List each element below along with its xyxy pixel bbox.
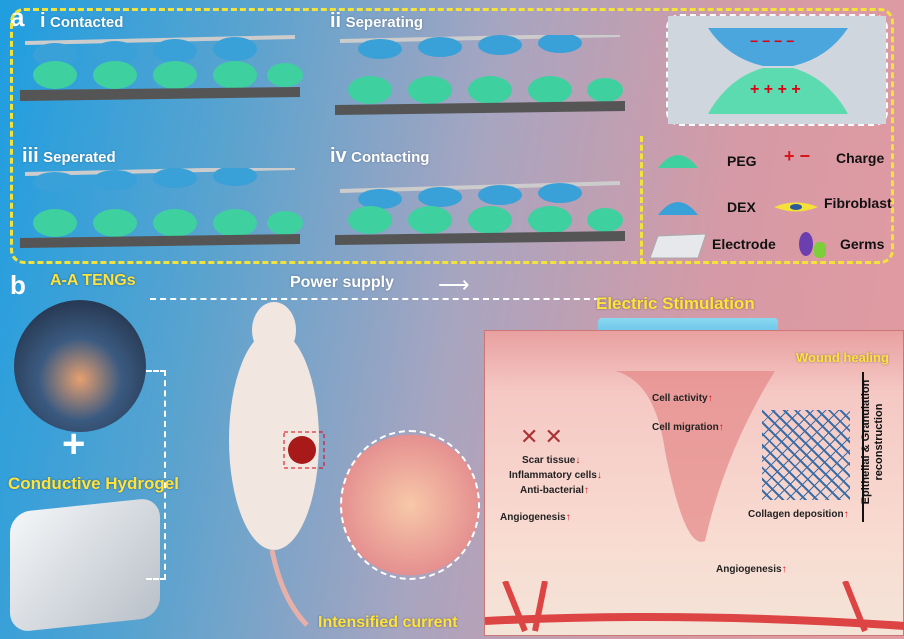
svg-text:+ + + +: + + + +	[750, 81, 801, 98]
subpanel-ii-title: ii Seperating	[330, 10, 424, 32]
teng-seperated-illustration	[20, 168, 303, 248]
legend-dex: DEX	[727, 199, 756, 215]
collagen-mesh	[762, 410, 850, 500]
svg-text:− − − −: − − − −	[750, 33, 794, 49]
fibroblast-icon	[774, 202, 818, 212]
intensified-current-label: Intensified current	[318, 614, 458, 631]
effect-angiogenesis-bottom: Angiogenesis↑	[716, 564, 787, 575]
electric-stimulation-label: Electric Stimulation	[596, 294, 755, 313]
dex-icon	[658, 202, 698, 215]
legend-charge: Charge	[836, 150, 885, 166]
teng-label: A-A TENGs	[50, 272, 136, 289]
blood-vessels	[485, 581, 904, 633]
effect-angiogenesis-left: Angiogenesis↑	[500, 512, 571, 523]
power-supply-line	[150, 298, 600, 300]
scar-cell-crossed-icon: ✕ ✕	[520, 424, 563, 449]
legend-germs: Germs	[840, 236, 885, 252]
charge-icon: + −	[784, 146, 811, 166]
teng-seperating-illustration	[335, 35, 625, 115]
zoom-inset: − − − − + + + +	[666, 14, 888, 126]
electrode-icon	[649, 233, 707, 259]
germs-icon	[799, 232, 826, 258]
effect-cell-migration: Cell migration↑	[652, 422, 724, 433]
teng-contacted-illustration	[20, 35, 303, 101]
subpanel-i-title: i Contacted	[40, 10, 124, 32]
peg-icon	[658, 155, 698, 168]
teng-array-image	[14, 300, 146, 432]
reconstruction-label: Epithelial & Granulation reconstruction	[860, 379, 885, 505]
effect-collagen-deposition: Collagen deposition↑	[748, 509, 849, 520]
teng-contacting-illustration	[335, 181, 625, 245]
wound-bed	[615, 371, 775, 542]
subpanel-iii-title: iii Seperated	[22, 145, 116, 167]
hydrogel-image	[10, 497, 160, 633]
rat-illustration	[229, 302, 325, 627]
contact-zoom-illustration: − − − − + + + +	[668, 16, 886, 124]
arrow-right-icon: ⟶	[438, 272, 470, 297]
effect-scar-tissue: Scar tissue↓	[522, 455, 581, 466]
power-supply-label: Power supply	[290, 274, 395, 291]
upward-arrow	[862, 372, 864, 522]
subpanel-iv-title: iv Contacting	[330, 145, 430, 167]
panel-a-frame	[10, 8, 894, 264]
connector-line	[146, 370, 166, 580]
legend-peg: PEG	[727, 153, 757, 169]
effect-anti-bacterial: Anti-bacterial↑	[520, 485, 589, 496]
plus-sign: +	[62, 422, 86, 466]
panel-b-letter: b	[10, 270, 26, 300]
legend-fibroblast: Fibroblast	[824, 195, 892, 211]
legend-electrode: Electrode	[712, 236, 776, 252]
wound-current-illustration	[340, 430, 480, 580]
hydrogel-label: Conductive Hydrogel	[8, 474, 179, 493]
effect-cell-activity: Cell activity↑	[652, 393, 713, 404]
wound-healing-label: Wound healing	[796, 350, 889, 365]
effect-inflammatory-cells: Inflammatory cells↓	[509, 470, 602, 481]
legend-frame	[640, 136, 890, 264]
